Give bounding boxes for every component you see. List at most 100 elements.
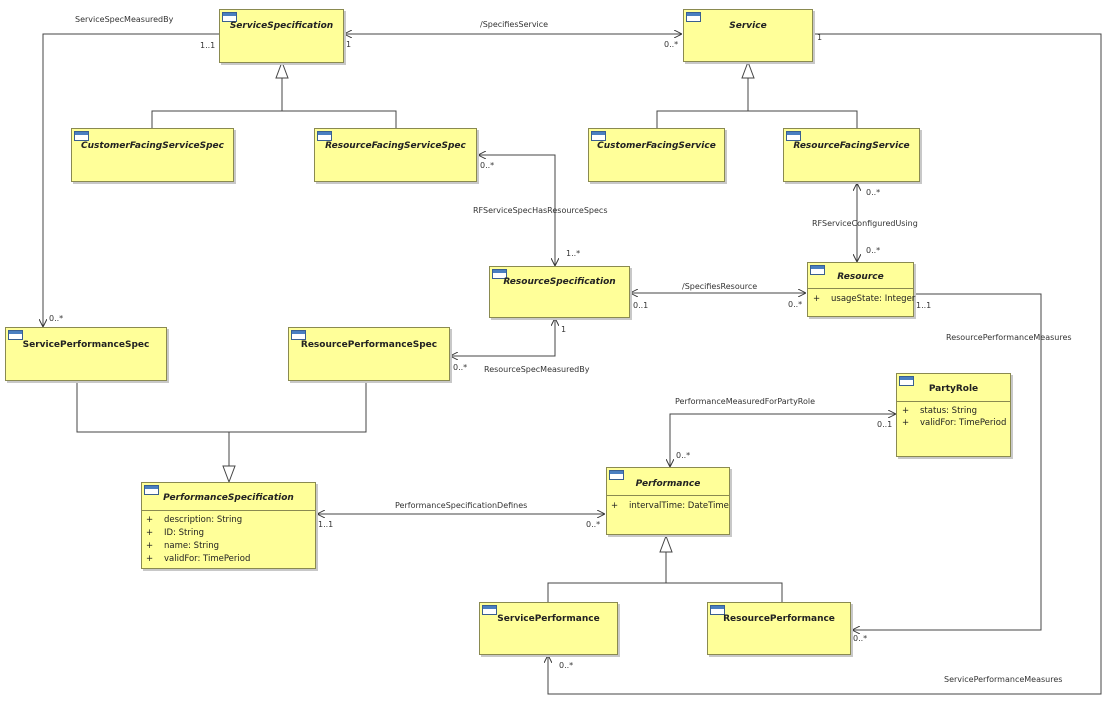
assoc-label: PerformanceMeasuredForPartyRole	[675, 397, 816, 406]
class-resource-specification[interactable]: ResourceSpecification	[489, 266, 630, 318]
class-icon	[710, 605, 725, 615]
multiplicity: 0..*	[49, 314, 64, 323]
class-divider	[808, 288, 913, 289]
class-performance-specification[interactable]: PerformanceSpecification +description: S…	[141, 482, 316, 569]
class-icon	[222, 12, 237, 22]
multiplicity: 0..*	[676, 451, 691, 460]
class-icon	[492, 269, 507, 279]
class-attribute: +usageState: Integer	[813, 294, 916, 304]
class-icon	[144, 485, 159, 495]
class-divider	[142, 510, 315, 511]
multiplicity: 1..*	[566, 249, 581, 258]
class-name: ServicePerformanceSpec	[22, 340, 150, 350]
multiplicity: 0..*	[559, 661, 574, 670]
class-name: Performance	[635, 479, 701, 489]
class-resource-performance-spec[interactable]: ResourcePerformanceSpec	[288, 327, 450, 381]
gen-perf-spec-tree	[76, 382, 367, 433]
class-icon	[786, 131, 801, 141]
assoc-label: ServiceSpecMeasuredBy	[75, 15, 174, 24]
gen-service-spec-triangle	[275, 60, 289, 79]
class-attribute: +validFor: TimePeriod	[146, 554, 251, 564]
class-name: Resource	[837, 272, 884, 282]
multiplicity: 1	[346, 40, 352, 49]
multiplicity: 1..1	[200, 41, 216, 50]
assoc-label: RFServiceSpecHasResourceSpecs	[473, 206, 608, 215]
class-divider	[897, 401, 1010, 402]
class-resource-performance[interactable]: ResourcePerformance	[707, 602, 851, 655]
class-name: PerformanceSpecification	[163, 493, 294, 503]
class-performance[interactable]: Performance +intervalTime: DateTime	[606, 467, 730, 535]
class-service-performance-spec[interactable]: ServicePerformanceSpec	[5, 327, 167, 381]
class-resource-facing-service[interactable]: ResourceFacingService	[783, 128, 920, 182]
class-icon	[591, 131, 606, 141]
multiplicity: 0..*	[586, 520, 601, 529]
assoc-label: ResourcePerformanceMeasures	[946, 333, 1072, 342]
class-resource-facing-service-spec[interactable]: ResourceFacingServiceSpec	[314, 128, 477, 182]
class-name: CustomerFacingServiceSpec	[80, 141, 224, 151]
class-name: ServiceSpecification	[229, 21, 334, 31]
multiplicity: 0..*	[453, 363, 468, 372]
multiplicity: 0..*	[866, 188, 881, 197]
class-name: ResourceFacingServiceSpec	[325, 141, 466, 151]
class-icon	[317, 131, 332, 141]
class-resource[interactable]: Resource +usageState: Integer	[807, 262, 916, 317]
multiplicity: 0..*	[664, 40, 679, 49]
class-icon	[482, 605, 497, 615]
class-name: ResourceSpecification	[503, 277, 616, 287]
class-attribute: +ID: String	[146, 528, 204, 538]
class-service-specification[interactable]: ServiceSpecification	[219, 9, 344, 63]
class-icon	[609, 470, 624, 480]
assoc-performance-measured-for-party-role	[670, 414, 896, 467]
class-name: ServicePerformance	[497, 614, 600, 624]
assoc-label: RFServiceConfiguredUsing	[812, 219, 918, 228]
multiplicity: 0..1	[633, 301, 649, 310]
gen-performance-tree	[547, 582, 783, 602]
assoc-label: ServicePerformanceMeasures	[944, 675, 1063, 684]
assoc-label: /SpecifiesService	[480, 20, 549, 29]
class-name: ResourcePerformance	[723, 614, 835, 624]
multiplicity: 0..*	[788, 300, 803, 309]
class-icon	[74, 131, 89, 141]
class-name: ResourcePerformanceSpec	[300, 340, 438, 350]
class-party-role[interactable]: PartyRole +status: String +validFor: Tim…	[896, 373, 1011, 457]
multiplicity: 0..*	[866, 246, 881, 255]
class-divider	[607, 495, 729, 496]
class-icon	[899, 376, 914, 386]
multiplicity: 0..1	[877, 420, 893, 429]
gen-service-triangle	[741, 60, 755, 79]
multiplicity: 1..1	[916, 301, 932, 310]
assoc-label: /SpecifiesResource	[682, 282, 758, 291]
class-attribute: +status: String	[902, 406, 978, 416]
assoc-rf-service-spec-has-resource-specs	[478, 155, 555, 266]
class-name: Service	[729, 21, 767, 31]
class-attribute: +description: String	[146, 515, 243, 525]
gen-performance-triangle	[659, 534, 673, 553]
class-name: PartyRole	[928, 384, 979, 394]
gen-perf-spec-triangle	[222, 465, 236, 484]
class-service-performance[interactable]: ServicePerformance	[479, 602, 618, 655]
assoc-service-performance-measures	[548, 33, 1102, 695]
class-service[interactable]: Service	[683, 9, 813, 62]
class-customer-facing-service-spec[interactable]: CustomerFacingServiceSpec	[71, 128, 234, 182]
class-attribute: +validFor: TimePeriod	[902, 418, 1007, 428]
class-icon	[291, 330, 306, 340]
assoc-resource-spec-measured-by	[450, 318, 555, 356]
class-icon	[8, 330, 23, 340]
gen-service-tree	[656, 110, 858, 128]
class-name: ResourceFacingService	[793, 141, 910, 151]
class-icon	[686, 12, 701, 22]
assoc-resource-performance-measures	[852, 293, 1042, 630]
assoc-label: PerformanceSpecificationDefines	[395, 501, 528, 510]
class-icon	[810, 265, 825, 275]
assoc-label: ResourceSpecMeasuredBy	[484, 365, 590, 374]
multiplicity: 1..1	[318, 520, 334, 529]
class-customer-facing-service[interactable]: CustomerFacingService	[588, 128, 725, 182]
assoc-service-spec-measured-by	[43, 33, 219, 327]
class-name: CustomerFacingService	[597, 141, 716, 151]
multiplicity: 0..*	[480, 161, 495, 170]
multiplicity: 1	[817, 33, 823, 42]
class-attribute: +intervalTime: DateTime	[611, 501, 729, 511]
multiplicity: 1	[561, 325, 567, 334]
gen-service-spec-tree	[151, 110, 397, 128]
